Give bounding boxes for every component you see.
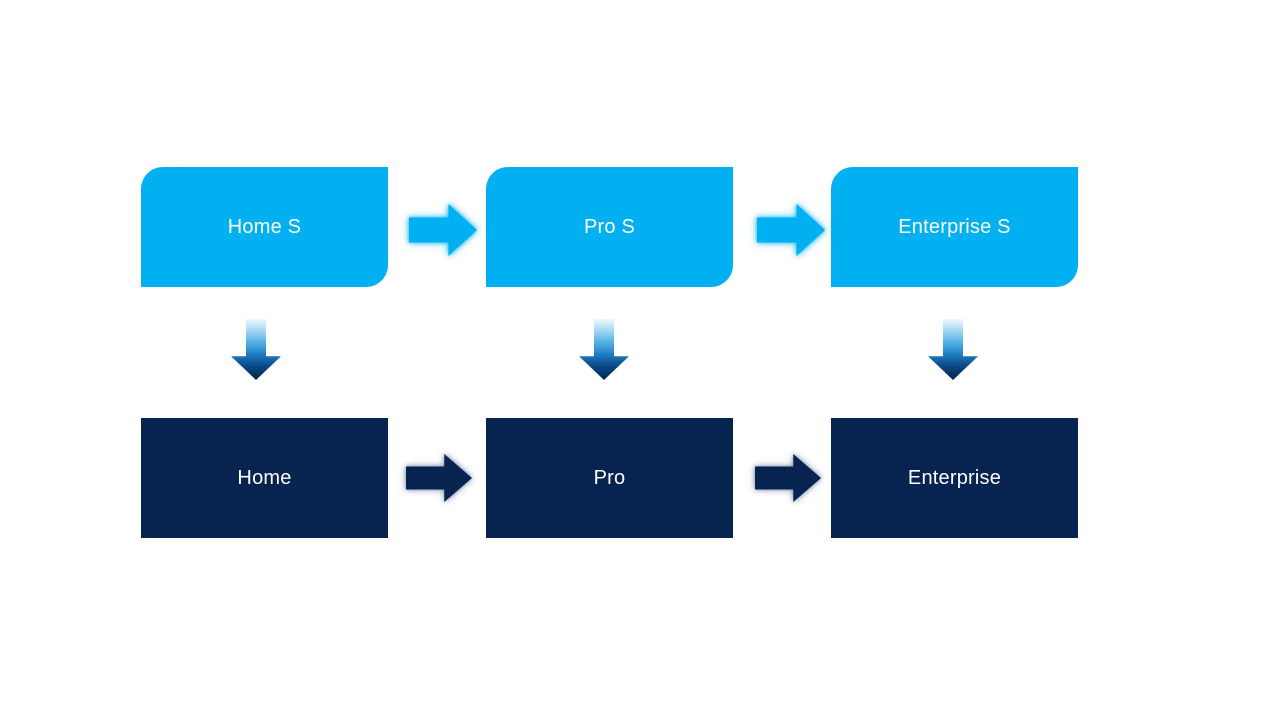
- right-arrow-icon: [755, 454, 821, 502]
- top-box-pro-s: Pro S: [486, 167, 733, 287]
- top-box-home-s-label: Home S: [227, 215, 302, 238]
- right-arrow-icon: [406, 454, 472, 502]
- down-arrow-icon: [928, 319, 978, 380]
- right-arrow-shape: [755, 454, 821, 502]
- down-arrow-icon: [231, 319, 281, 380]
- bottom-box-enterprise-label: Enterprise: [907, 466, 1002, 489]
- right-arrow-shape: [406, 454, 472, 502]
- right-arrow-shape: [409, 204, 477, 256]
- right-arrow-shape: [757, 204, 825, 256]
- bottom-box-pro: Pro: [486, 418, 733, 538]
- bottom-box-pro-label: Pro: [593, 466, 626, 489]
- top-box-home-s: Home S: [141, 167, 388, 287]
- bottom-box-home: Home: [141, 418, 388, 538]
- top-box-pro-s-label: Pro S: [583, 215, 636, 238]
- down-arrow-icon: [579, 319, 629, 380]
- right-arrow-icon: [757, 204, 825, 256]
- bottom-box-enterprise: Enterprise: [831, 418, 1078, 538]
- top-box-enterprise-s-label: Enterprise S: [898, 215, 1011, 238]
- top-box-enterprise-s: Enterprise S: [831, 167, 1078, 287]
- bottom-box-home-label: Home: [237, 466, 292, 489]
- right-arrow-icon: [409, 204, 477, 256]
